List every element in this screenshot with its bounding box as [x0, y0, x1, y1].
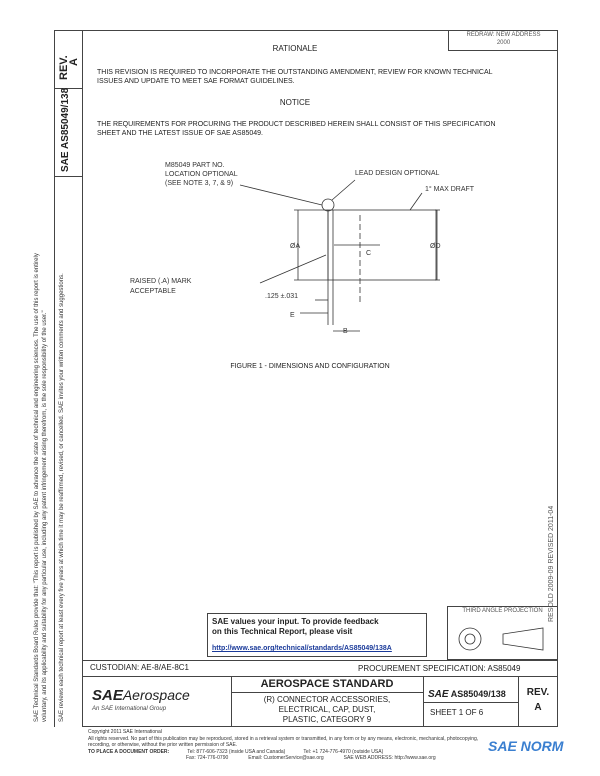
logo-aerospace: Aerospace [122, 687, 190, 703]
side-note-2: voluntary, and its applicability and sui… [42, 310, 48, 722]
left-strip-top [54, 30, 82, 31]
side-note-1: SAE Technical Standards Board Rules prov… [34, 253, 40, 722]
rationale-heading: RATIONALE [272, 44, 318, 53]
dimension-drawing: M85049 PART NO. LOCATION OPTIONAL (SEE N… [130, 162, 475, 335]
figure-caption: FIGURE 1 - DIMENSIONS AND CONFIGURATION [230, 363, 390, 370]
sae-norm-watermark: SAE NORM [488, 738, 564, 754]
side-note-3: SAE reviews each technical report at lea… [59, 273, 65, 722]
part-note-2: LOCATION OPTIONAL [165, 171, 238, 178]
dim-d: ØD [430, 243, 441, 250]
left-doc-number: SAE AS85049/138 [60, 87, 71, 172]
date-box-line1: REDRAW: NEW ADDRESS [466, 32, 541, 38]
footer-web: SAE WEB ADDRESS: http://www.sae.org [343, 755, 436, 761]
footer-order: TO PLACE A DOCUMENT ORDER: [88, 748, 170, 755]
rev-block-label: REV. [526, 687, 550, 698]
logo-sub: An SAE International Group [92, 706, 167, 712]
custodian: CUSTODIAN: AE-8/AE-8C1 [90, 663, 189, 672]
title-block-v1 [231, 676, 232, 727]
lead-note: LEAD DESIGN OPTIONAL [355, 170, 440, 177]
rev-block-value: A [534, 702, 542, 713]
left-strip-divider-1 [54, 88, 82, 89]
standard-title: (R) CONNECTOR ACCESSORIES, ELECTRICAL, C… [263, 695, 391, 724]
title-heading-line [231, 692, 423, 693]
dim-c: C [366, 250, 371, 257]
dim-e: E [290, 312, 295, 319]
sheet-line [423, 702, 518, 703]
feedback-link[interactable]: http://www.sae.org/technical/standards/A… [212, 645, 392, 652]
left-strip-divider-2 [54, 176, 82, 177]
title-block-top [82, 660, 558, 661]
dim-b: B [343, 328, 348, 335]
feedback-line2: on this Technical Report, please visit [212, 627, 353, 636]
title-block-v2 [423, 676, 424, 727]
doc-number-text: AS85049/138 [450, 689, 506, 699]
feedback-box: SAE values your input. To provide feedba… [207, 613, 427, 657]
projection-symbol-icon [458, 627, 544, 651]
title-block-divider [82, 676, 558, 677]
footer: Copyright 2011 SAE International All rig… [88, 729, 558, 762]
part-note-1: M85049 PART NO. [165, 162, 225, 169]
left-strip-border [54, 30, 55, 727]
dim-a: ØA [290, 243, 300, 250]
left-rev-value: A [68, 58, 80, 66]
logo-sae: SAE [92, 687, 123, 704]
doc-sae: SAE [428, 689, 449, 700]
part-note-3: (SEE NOTE 3, 7, & 9) [165, 180, 233, 187]
right-vertical-dates: RESOLD 2009-09 REVISED 2011-04 [548, 505, 555, 622]
notice-heading: NOTICE [279, 98, 311, 107]
footer-email: Email: CustomerService@sae.org [248, 755, 324, 761]
feedback-line1: SAE values your input. To provide feedba… [212, 617, 379, 626]
doc-number: SAE AS85049/138 [428, 689, 506, 700]
rationale-text: THIS REVISION IS REQUIRED TO INCORPORATE… [97, 69, 493, 85]
footer-fax: Fax: 724-776-0790 [186, 755, 229, 761]
footer-rights2: recording, or otherwise, without the pri… [88, 742, 238, 748]
title-block-v3 [518, 676, 519, 727]
dim-tol: .125 ±.031 [265, 293, 298, 300]
footer-tel1: Tel: 877-606-7323 (inside USA and Canada… [187, 748, 286, 755]
page-frame [82, 30, 558, 727]
draft-note: 1° MAX DRAFT [425, 185, 475, 193]
sae-aerospace-logo: SAEAerospace An SAE International Group [92, 687, 228, 713]
procurement: PROCUREMENT SPECIFICATION: AS85049 [358, 664, 521, 673]
standard-heading: AEROSPACE STANDARD [260, 678, 394, 690]
footer-copyright: Copyright 2011 SAE International [88, 729, 162, 735]
third-angle-label: THIRD ANGLE PROJECTION [462, 608, 543, 614]
sheet-number: SHEET 1 OF 6 [430, 708, 484, 717]
date-box: REDRAW: NEW ADDRESS 2000 [448, 31, 558, 51]
notice-text: THE REQUIREMENTS FOR PROCURING THE PRODU… [97, 121, 496, 137]
footer-tel2: Tel: +1 724-776-4970 (outside USA) [303, 748, 384, 755]
footer-rights: All rights reserved. No part of this pub… [88, 735, 479, 742]
date-box-line2: 2000 [496, 40, 511, 46]
raised-note-1: RAISED (.A) MARK [130, 278, 192, 285]
third-angle-box: THIRD ANGLE PROJECTION [447, 606, 558, 660]
raised-note-2: ACCEPTABLE [130, 288, 176, 295]
